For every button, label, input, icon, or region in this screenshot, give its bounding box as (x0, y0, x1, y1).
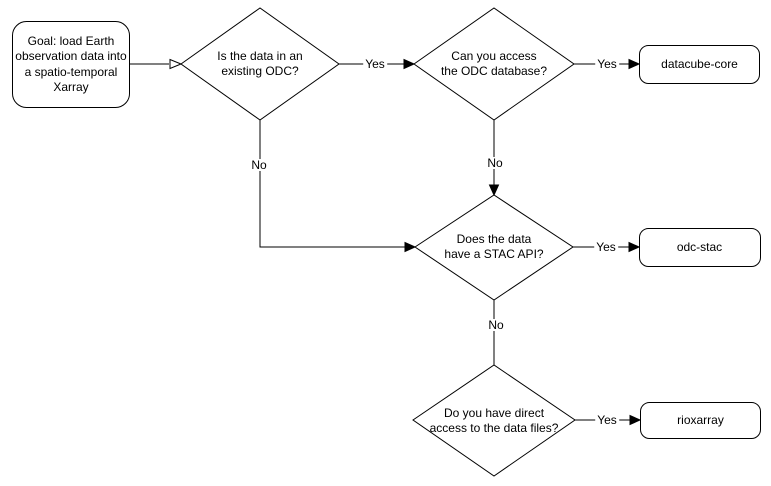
edge-q1-no-to-q3 (259, 120, 405, 248)
node-q-existing-odc-shape (180, 7, 340, 121)
arrowhead-icon (629, 414, 642, 426)
node-q-odc-database-shape (413, 7, 575, 121)
node-q-direct-access-shape (412, 364, 576, 477)
arrowhead-icon (404, 241, 417, 253)
node-datacube-core-shape (639, 45, 760, 84)
arrowhead-icon (628, 58, 641, 70)
arrowhead-icon (488, 184, 500, 197)
open-arrowhead-icon (169, 58, 183, 70)
node-odc-stac-shape (639, 228, 761, 267)
node-start-shape (12, 21, 130, 108)
arrowhead-icon (628, 241, 641, 253)
node-rioxarray-shape (640, 402, 761, 439)
node-q-stac-api-shape (414, 194, 574, 301)
arrowhead-icon (403, 58, 416, 70)
